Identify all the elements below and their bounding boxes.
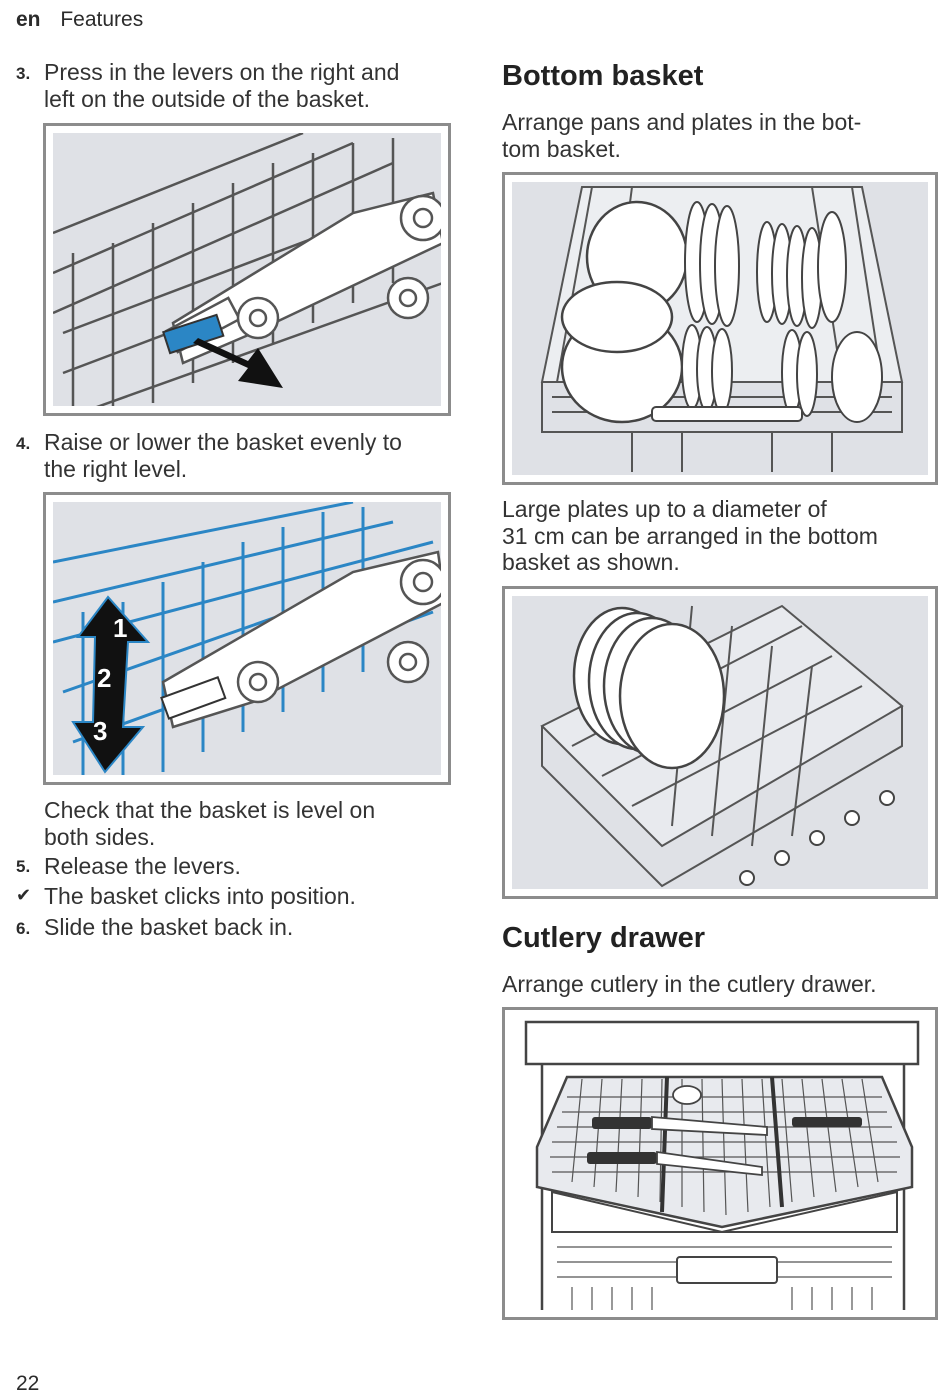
page-header: en Features <box>16 8 143 32</box>
page-number: 22 <box>16 1372 40 1395</box>
level-label-2: 2 <box>97 663 111 693</box>
step-6-text: Slide the basket back in. <box>44 914 294 940</box>
language-code: en <box>16 8 41 31</box>
step-4-text: Raise or lower the basket evenly to the … <box>44 429 402 482</box>
lever-press-illustration <box>53 133 441 406</box>
step-3-text: Press in the levers on the right and lef… <box>44 59 400 112</box>
level-label-1: 1 <box>113 613 127 643</box>
cutlery-drawer-heading: Cutlery drawer <box>502 922 706 954</box>
level-label-3: 3 <box>93 716 107 746</box>
bottom-basket-figure <box>502 172 938 485</box>
checkmark-icon: ✔ <box>16 885 32 905</box>
basket-level-illustration: 1 2 3 <box>53 502 441 775</box>
large-plates-figure <box>502 586 938 899</box>
basket-level-figure: 1 2 3 <box>43 492 451 785</box>
step-4-number: 4. <box>16 434 31 453</box>
cutlery-drawer-figure <box>502 1007 938 1320</box>
large-plates-illustration <box>540 604 904 888</box>
step-3-number: 3. <box>16 64 31 83</box>
section-title: Features <box>60 8 144 31</box>
lever-press-figure <box>43 123 451 416</box>
bottom-basket-illustration <box>540 186 904 472</box>
cutlery-drawer-intro: Arrange cutlery in the cutlery drawer. <box>502 971 877 997</box>
result-text: The basket clicks into position. <box>44 883 356 909</box>
bottom-basket-intro: Arrange pans and plates in the bot- tom … <box>502 109 862 162</box>
bottom-basket-heading: Bottom basket <box>502 60 704 92</box>
check-level-text: Check that the basket is level on both s… <box>44 797 376 850</box>
large-plates-text: Large plates up to a diameter of 31 cm c… <box>502 496 878 575</box>
step-5-text: Release the levers. <box>44 853 241 879</box>
step-5-number: 5. <box>16 857 31 876</box>
cutlery-drawer-illustration <box>524 1020 920 1310</box>
step-6-number: 6. <box>16 919 31 938</box>
